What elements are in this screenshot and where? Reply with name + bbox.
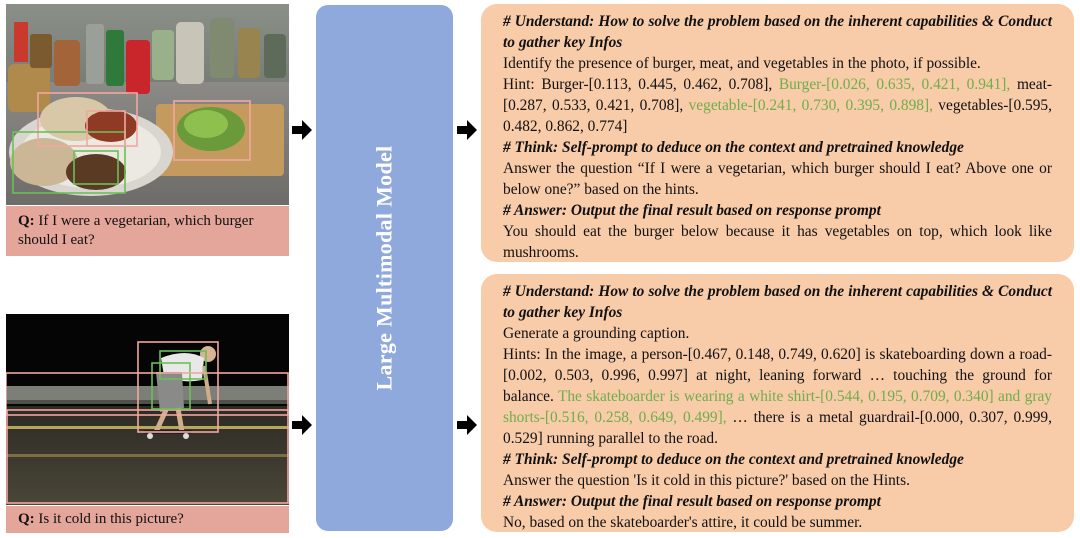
bbox-vegetable	[73, 150, 119, 185]
bbox-shorts	[151, 362, 191, 410]
burger-photo-illustration	[6, 4, 289, 205]
bbox-meat	[86, 110, 126, 147]
hint-item-highlight: Burger-[0.026, 0.635, 0.421, 0.941],	[778, 76, 1011, 93]
understand-text-2: Generate a grounding caption.	[503, 325, 690, 342]
skateboard-photo-illustration	[6, 314, 289, 505]
answer-heading-2: # Answer: Output the final result based …	[503, 493, 881, 510]
reasoning-panel-1: # Understand: How to solve the problem b…	[481, 4, 1074, 262]
hints-2-highlight: The skateboarder is wearing a white shir…	[503, 388, 1052, 426]
bbox-person	[137, 341, 219, 433]
bbox-shirt	[159, 350, 207, 380]
think-text-2: Answer the question 'Is it cold in this …	[503, 472, 910, 489]
answer-heading-1: # Answer: Output the final result based …	[503, 202, 881, 219]
hint-item: meat-[0.287, 0.533, 0.421, 0.708],	[503, 76, 1052, 114]
hint-label: Hint:	[503, 76, 535, 93]
answer-text-1: You should eat the burger below because …	[503, 223, 1052, 261]
think-text-1: Answer the question “If I were a vegetar…	[503, 160, 1052, 198]
question-2-prefix: Q:	[18, 511, 35, 527]
bbox-road	[6, 409, 289, 504]
model-label: Large Multimodal Model	[371, 145, 397, 391]
hint-item: Burger-[0.113, 0.445, 0.462, 0.708],	[541, 76, 773, 93]
question-1-text: If I were a vegetarian, which burger sho…	[18, 213, 254, 248]
hints-2: Hints: In the image, a person-[0.467, 0.…	[503, 344, 1052, 449]
arrow-right-icon	[292, 120, 312, 140]
question-1: Q: If I were a vegetarian, which burger …	[6, 206, 289, 256]
hint-item-highlight: vegetable-[0.241, 0.730, 0.395, 0.898],	[688, 97, 933, 114]
understand-heading-2: # Understand: How to solve the problem b…	[503, 283, 1052, 321]
hints-1: Hint: Burger-[0.113, 0.445, 0.462, 0.708…	[503, 74, 1052, 137]
hint-item: vegetables-[0.595, 0.482, 0.862, 0.774]	[503, 97, 1052, 135]
bbox-burger-bottom	[12, 131, 126, 194]
question-2: Q: Is it cold in this picture?	[6, 506, 289, 533]
hints-2-part-b: … there is a metal guardrail-[0.000, 0.3…	[503, 409, 1052, 447]
question-2-text: Is it cold in this picture?	[38, 511, 184, 527]
large-multimodal-model-block: Large Multimodal Model	[316, 5, 453, 531]
arrow-right-icon	[457, 120, 477, 140]
skateboard-photo	[6, 314, 289, 505]
bbox-guardrail	[6, 372, 289, 416]
understand-heading-1: # Understand: How to solve the problem b…	[503, 13, 1052, 51]
arrow-right-icon	[292, 415, 312, 435]
reasoning-panel-2: # Understand: How to solve the problem b…	[481, 274, 1074, 532]
question-1-prefix: Q:	[18, 213, 35, 229]
bbox-vegetables	[173, 100, 251, 161]
arrow-right-icon	[457, 415, 477, 435]
answer-text-2: No, based on the skateboarder's attire, …	[503, 514, 863, 531]
think-heading-1: # Think: Self-prompt to deduce on the co…	[503, 139, 964, 156]
understand-text-1: Identify the presence of burger, meat, a…	[503, 55, 981, 72]
think-heading-2: # Think: Self-prompt to deduce on the co…	[503, 451, 964, 468]
burger-photo	[6, 4, 289, 205]
hints-2-part-a: Hints: In the image, a person-[0.467, 0.…	[503, 346, 1052, 405]
